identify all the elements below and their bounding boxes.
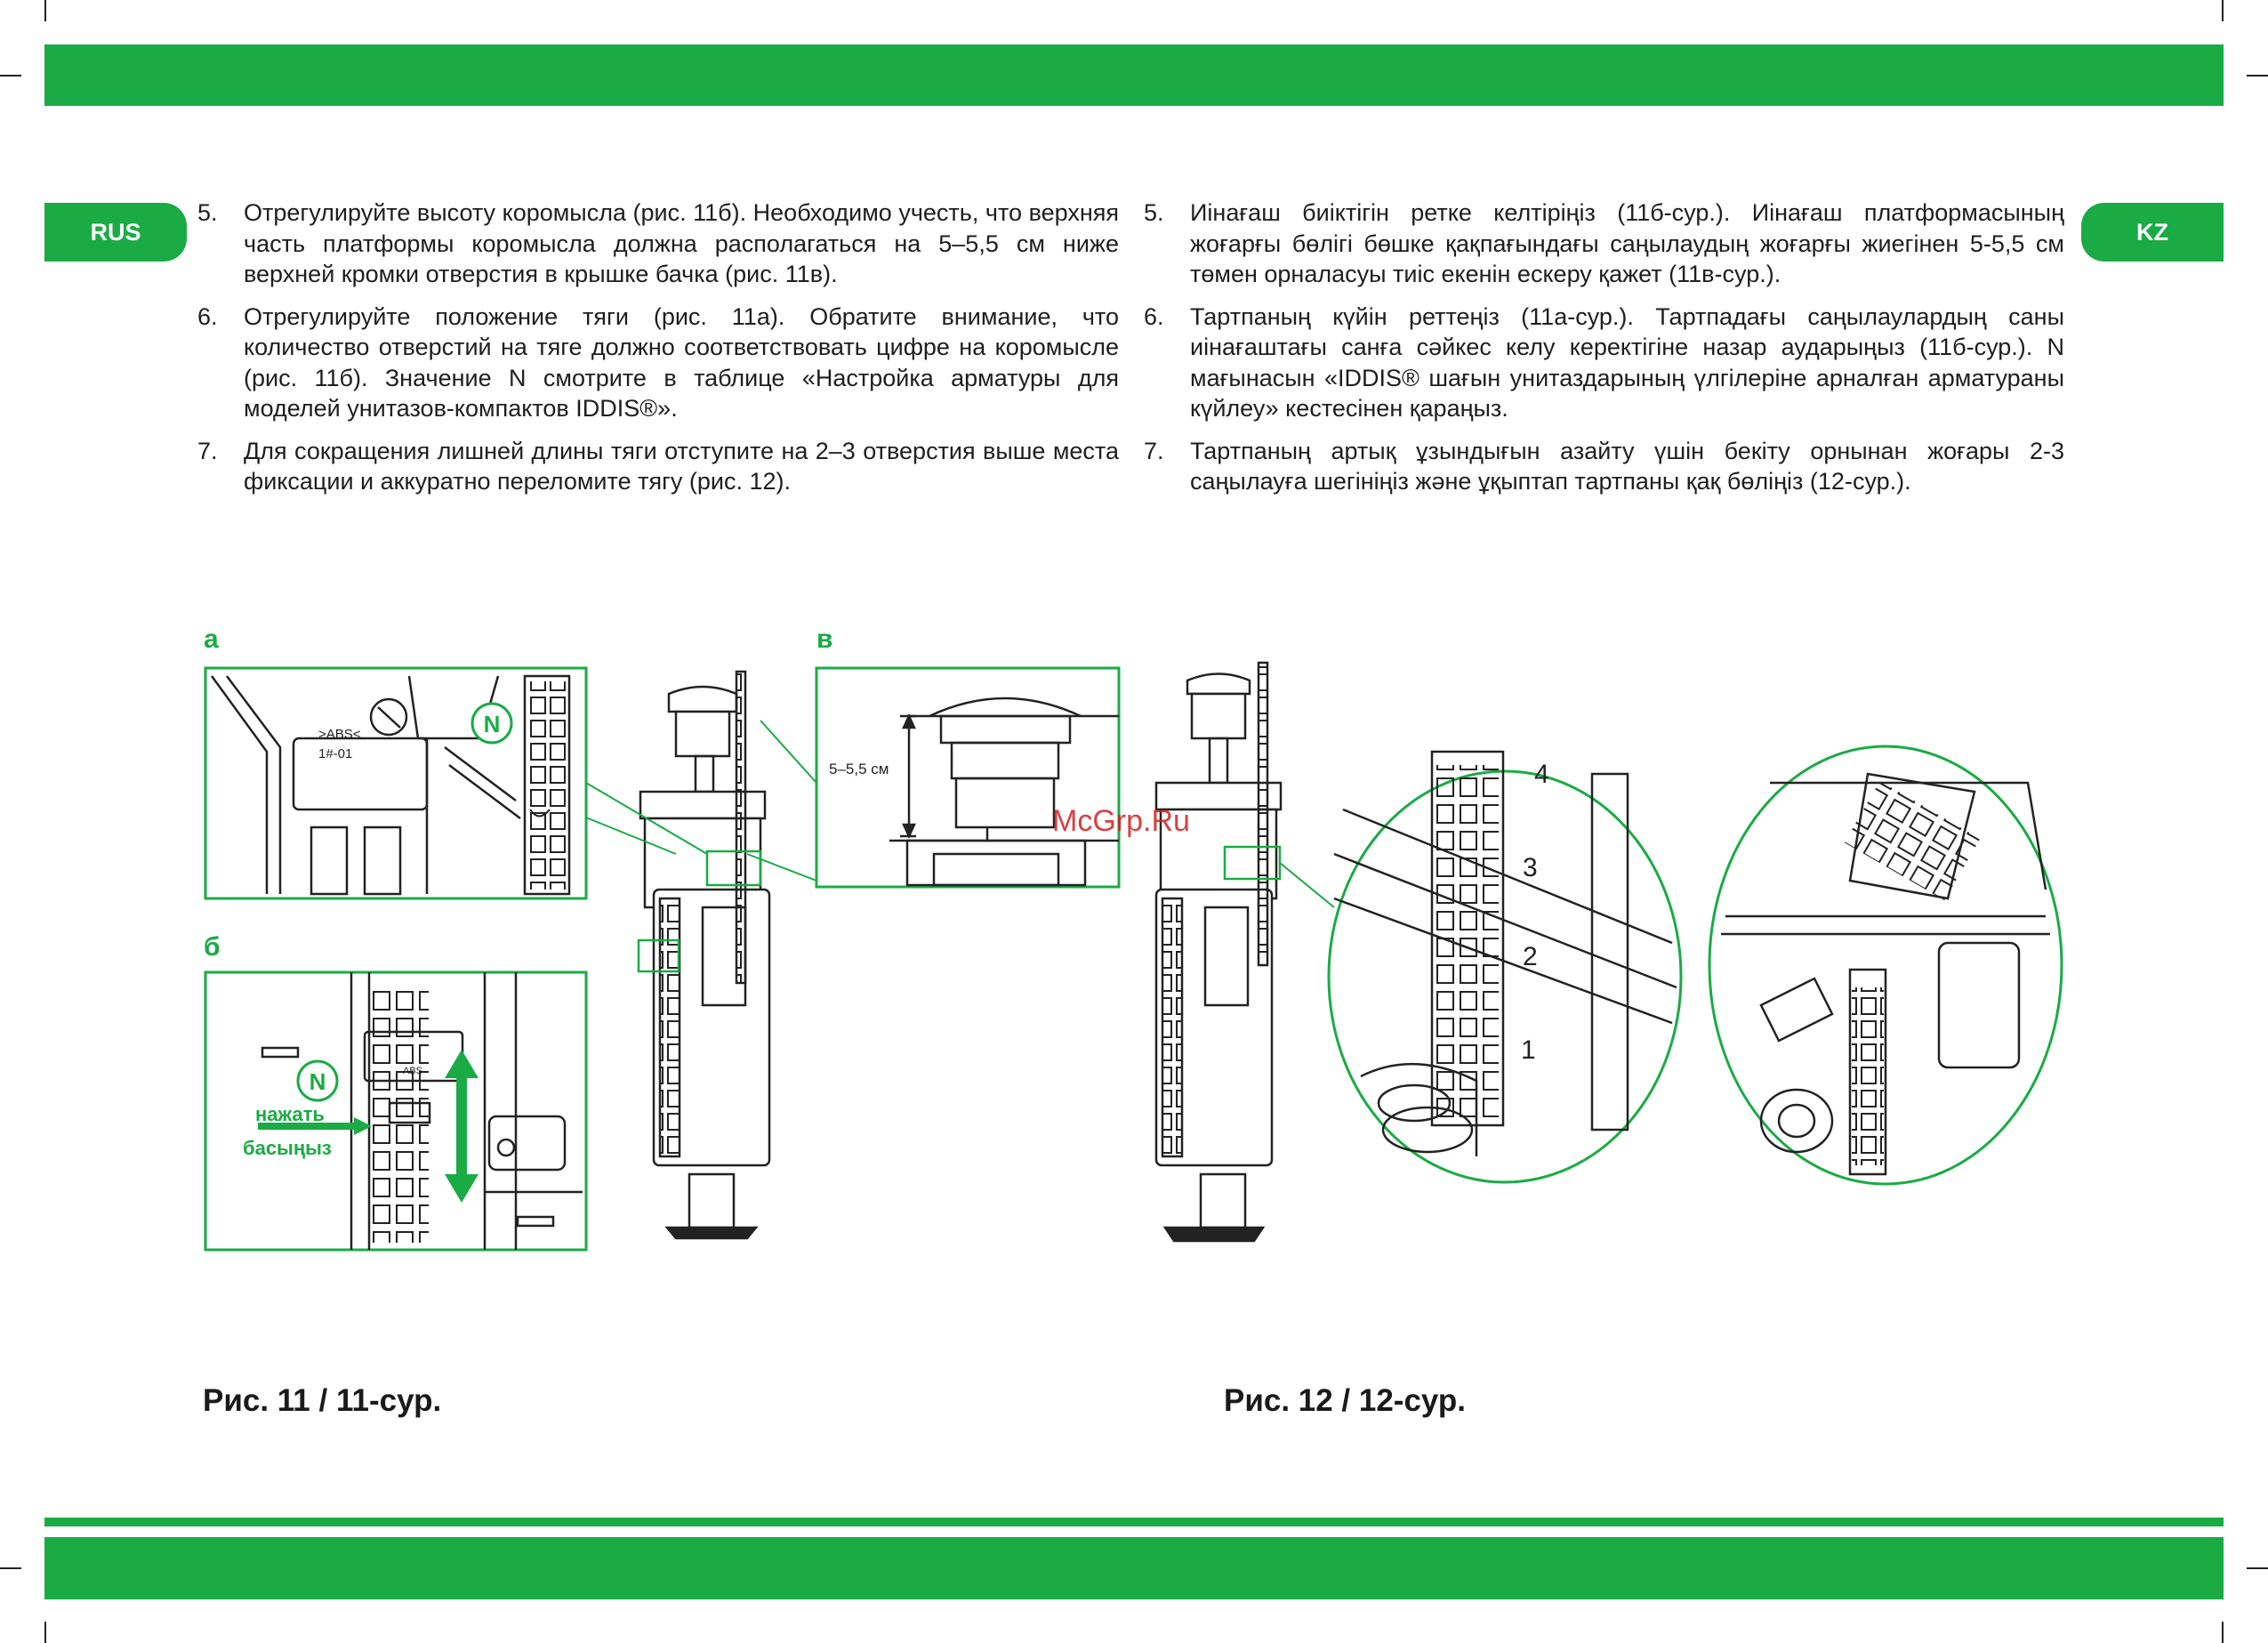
rod-number: 3 xyxy=(1523,853,1538,882)
zoom-leaders xyxy=(585,720,817,882)
press-label-rus: нажать xyxy=(255,1103,325,1125)
press-label-kz: басыңыз xyxy=(243,1137,332,1159)
part-label: ABS xyxy=(403,1066,422,1076)
instructions-kz: 5. Иінағаш биіктігін ретке келтіріңіз (1… xyxy=(1144,197,2064,509)
fill-valve-assembly-12 xyxy=(1154,661,1283,1243)
list-item: 6. Тартпаның күйін реттеңіз (11а-сур.). … xyxy=(1144,302,2064,424)
crop-mark xyxy=(2222,0,2224,21)
bottom-rule xyxy=(44,1518,2224,1526)
list-item: 7. Для сокращения лишней длины тяги отст… xyxy=(197,436,1119,497)
instructions-rus: 5. Отрегулируйте высоту коромысла (рис. … xyxy=(197,197,1119,509)
item-number: 7. xyxy=(1144,437,1164,464)
figure-label-b: б xyxy=(204,932,221,962)
crop-mark xyxy=(0,1567,21,1569)
dimension-label: 5–5,5 см xyxy=(829,761,889,777)
figure-caption-12: Рис. 12 / 12-сур. xyxy=(1224,1383,1467,1418)
panel-a: >ABS< 1#-01 N xyxy=(204,666,588,900)
crop-mark xyxy=(44,1622,46,1643)
language-tab-label: KZ xyxy=(2136,218,2168,246)
rod-number: 2 xyxy=(1523,942,1538,971)
figure-label-a: а xyxy=(204,624,219,654)
marker-n: N xyxy=(484,711,501,737)
item-number: 6. xyxy=(197,302,218,330)
rod-number: 1 xyxy=(1521,1035,1536,1065)
figure-caption-11: Рис. 11 / 11-сур. xyxy=(203,1383,442,1418)
language-tab-kz: KZ xyxy=(2081,203,2224,262)
fill-valve-assembly xyxy=(639,670,771,1240)
rod-number: 4 xyxy=(1534,760,1549,789)
item-text: Отрегулируйте высоту коромысла (рис. 11б… xyxy=(244,199,1119,287)
language-tab-label: RUS xyxy=(90,218,141,246)
language-tab-rus: RUS xyxy=(44,203,187,262)
part-code: 1#-01 xyxy=(318,746,352,761)
marker-n: N xyxy=(310,1068,326,1095)
panel-b: ABS N нажать басыңыз xyxy=(204,970,588,1252)
zoom-circle-rod: 4 3 2 1 xyxy=(1327,750,1683,1184)
crop-mark xyxy=(2222,1622,2224,1643)
bottom-band xyxy=(44,1537,2224,1599)
crop-mark xyxy=(2247,1567,2268,1569)
item-number: 7. xyxy=(197,437,218,464)
item-number: 6. xyxy=(1144,302,1164,330)
item-text: Для сокращения лишней длины тяги отступи… xyxy=(244,437,1119,495)
crop-mark xyxy=(0,75,21,77)
zoom-box xyxy=(637,938,680,973)
item-text: Отрегулируйте положение тяги (рис. 11а).… xyxy=(244,302,1119,423)
part-code: >ABS< xyxy=(318,727,361,742)
list-item: 5. Отрегулируйте высоту коромысла (рис. … xyxy=(197,197,1119,290)
list-item: 6. Отрегулируйте положение тяги (рис. 11… xyxy=(197,302,1119,424)
item-text: Тартпаның күйін реттеңіз (11а-сур.). Тар… xyxy=(1190,302,2064,423)
top-band xyxy=(44,44,2224,106)
item-number: 5. xyxy=(1144,199,1164,226)
zoom-leader xyxy=(1279,862,1335,908)
zoom-box xyxy=(705,850,762,887)
figure-label-v: в xyxy=(816,624,833,654)
crop-mark xyxy=(44,0,46,21)
item-text: Тартпаның артық ұзындығын азайту үшін бе… xyxy=(1190,437,2064,495)
item-number: 5. xyxy=(197,199,218,226)
panel-v: 5–5,5 см xyxy=(815,666,1121,889)
list-item: 5. Иінағаш биіктігін ретке келтіріңіз (1… xyxy=(1144,197,2064,290)
zoom-circle-break xyxy=(1708,745,2063,1186)
list-item: 7. Тартпаның артық ұзындығын азайту үшін… xyxy=(1144,436,2064,497)
item-text: Иінағаш биіктігін ретке келтіріңіз (11б-… xyxy=(1190,199,2064,287)
crop-mark xyxy=(2247,75,2268,77)
watermark: McGrp.Ru xyxy=(1052,804,1190,838)
